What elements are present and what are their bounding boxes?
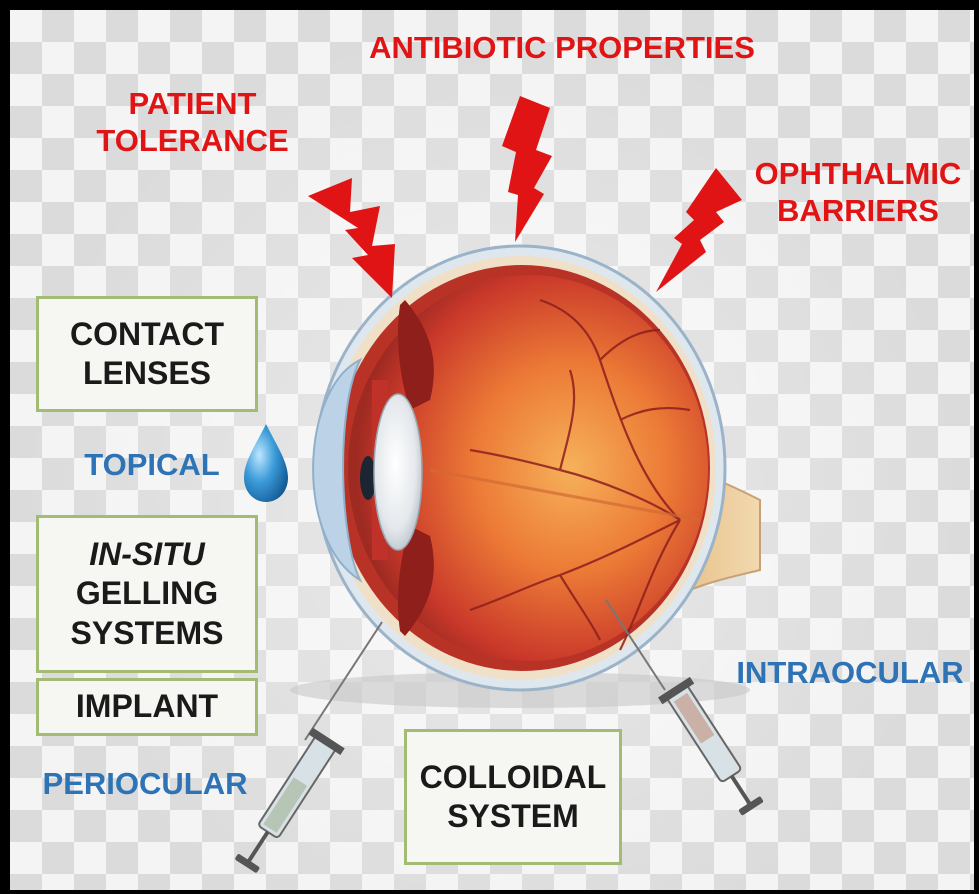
implant-text: IMPLANT (76, 687, 218, 726)
periocular-label: PERIOCULAR (34, 766, 256, 803)
topical-label: TOPICAL (72, 447, 232, 484)
lightning-bolt-left-icon (308, 178, 395, 298)
water-drop-icon (244, 424, 288, 502)
in-situ-line1: IN-SITU (89, 535, 205, 574)
contact-lenses-line2: LENSES (83, 354, 211, 393)
patient-tolerance-line1: PATIENT (85, 86, 300, 123)
lightning-bolt-right-icon (656, 168, 742, 292)
ophthalmic-barriers-line1: OPHTHALMIC (748, 156, 968, 193)
patient-tolerance-label: PATIENT TOLERANCE (85, 86, 300, 159)
colloidal-line2: SYSTEM (447, 797, 579, 836)
implant-box: IMPLANT (36, 678, 258, 736)
lens (374, 394, 422, 550)
antibiotic-properties-label: ANTIBIOTIC PROPERTIES (362, 30, 762, 67)
lightning-bolt-center-icon (502, 96, 552, 242)
in-situ-gelling-box: IN-SITU GELLING SYSTEMS (36, 515, 258, 673)
in-situ-line2: GELLING (76, 574, 218, 613)
in-situ-line3: SYSTEMS (71, 614, 224, 653)
intraocular-label: INTRAOCULAR (730, 655, 970, 692)
ophthalmic-barriers-label: OPHTHALMIC BARRIERS (748, 156, 968, 229)
colloidal-system-box: COLLOIDAL SYSTEM (404, 729, 622, 865)
colloidal-line1: COLLOIDAL (420, 758, 607, 797)
contact-lenses-line1: CONTACT (70, 315, 224, 354)
contact-lenses-box: CONTACT LENSES (36, 296, 258, 412)
patient-tolerance-line2: TOLERANCE (85, 123, 300, 160)
ophthalmic-barriers-line2: BARRIERS (748, 193, 968, 230)
